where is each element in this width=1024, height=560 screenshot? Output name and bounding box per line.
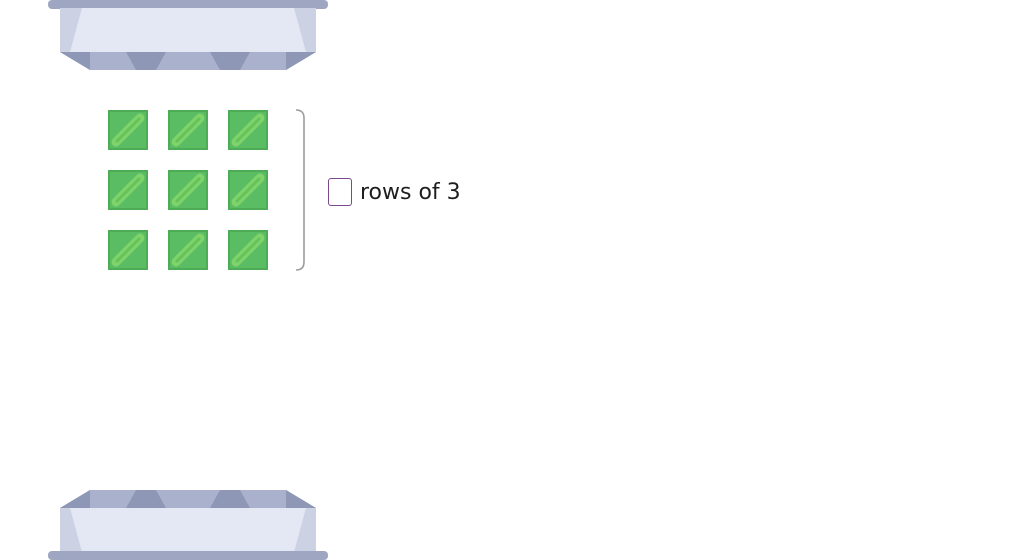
green-block-icon — [228, 110, 268, 150]
green-block-icon — [108, 170, 148, 210]
green-block-icon — [228, 170, 268, 210]
answer-suffix-label: rows of 3 — [360, 179, 461, 205]
tile-array — [108, 110, 268, 270]
green-block-icon — [168, 230, 208, 270]
top-dispenser-cap — [48, 0, 328, 72]
green-block-icon — [228, 230, 268, 270]
row-brace — [294, 108, 308, 272]
rows-answer-input[interactable] — [328, 178, 352, 206]
bottom-dispenser-cap — [48, 488, 328, 560]
green-block-icon — [168, 110, 208, 150]
green-block-icon — [108, 110, 148, 150]
green-block-icon — [108, 230, 148, 270]
green-block-icon — [168, 170, 208, 210]
answer-row: rows of 3 — [328, 176, 461, 208]
